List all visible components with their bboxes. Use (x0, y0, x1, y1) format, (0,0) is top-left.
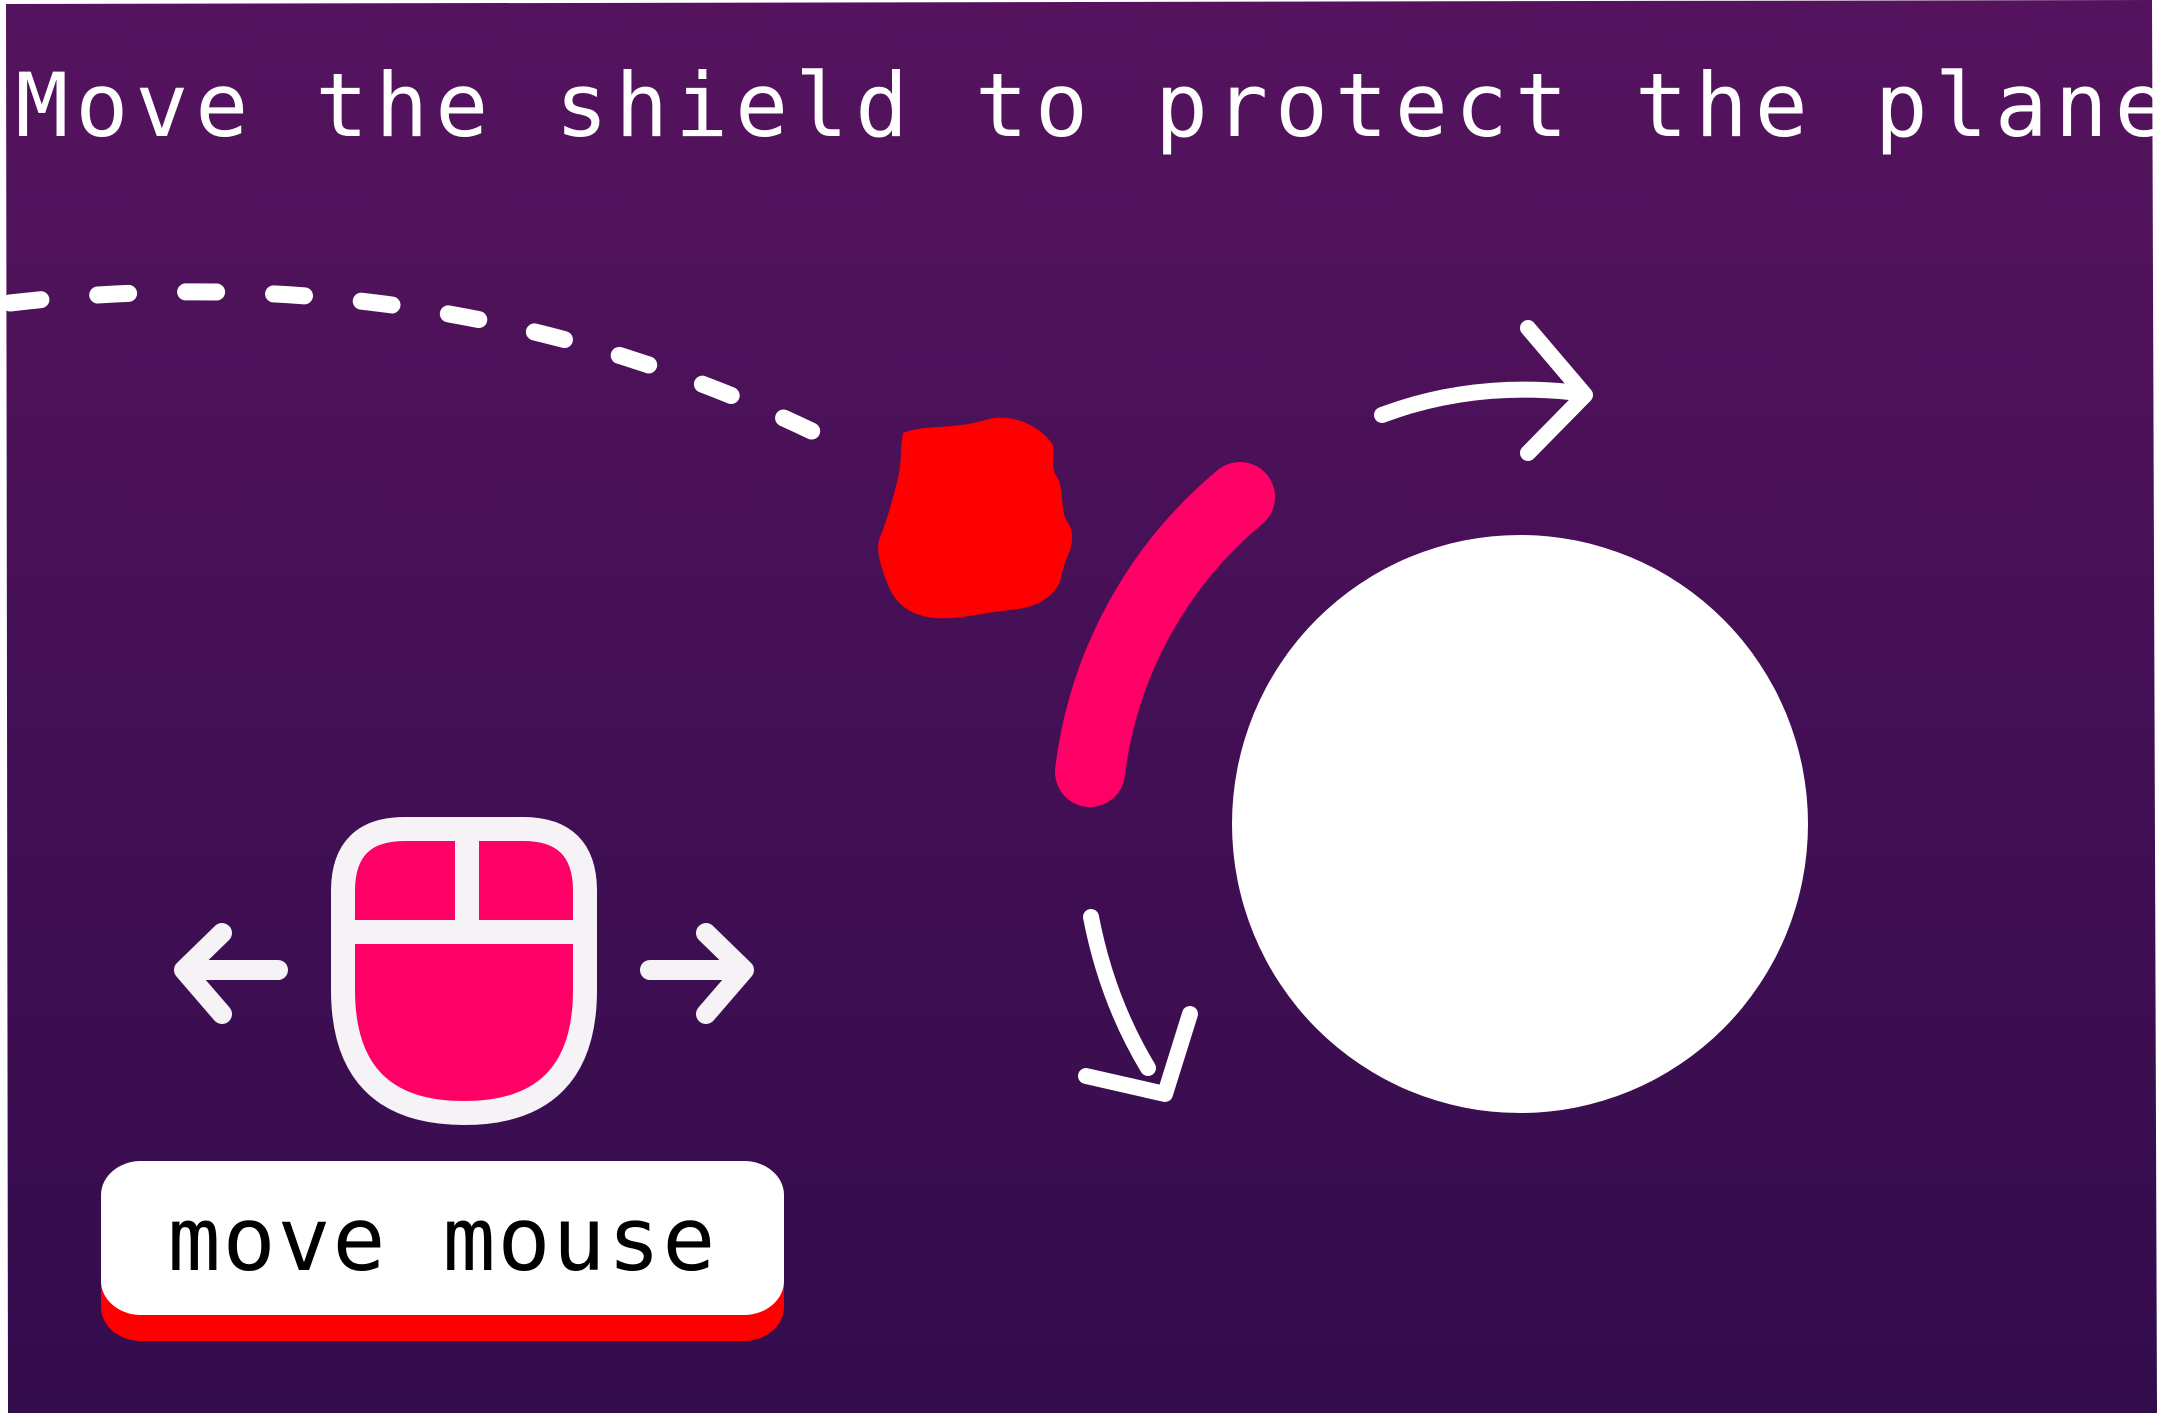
asteroid-blob (878, 417, 1073, 619)
hint-label: move mouse (167, 1188, 718, 1291)
rotate-clockwise-arrow-bottom (1078, 909, 1198, 1102)
dotted-trajectory (1, 283, 859, 459)
shield-arc (1055, 462, 1275, 807)
mouse-icon (331, 817, 597, 1125)
hint-button-face: move mouse (101, 1161, 784, 1315)
arrow-left-icon (174, 923, 288, 1024)
rotate-clockwise-arrow-top (1374, 320, 1593, 461)
planet-circle (1232, 535, 1808, 1113)
move-mouse-hint: move mouse (101, 1161, 784, 1341)
instruction-title: Move the shield to protect the planet (15, 54, 2157, 157)
arrow-right-icon (640, 923, 754, 1024)
